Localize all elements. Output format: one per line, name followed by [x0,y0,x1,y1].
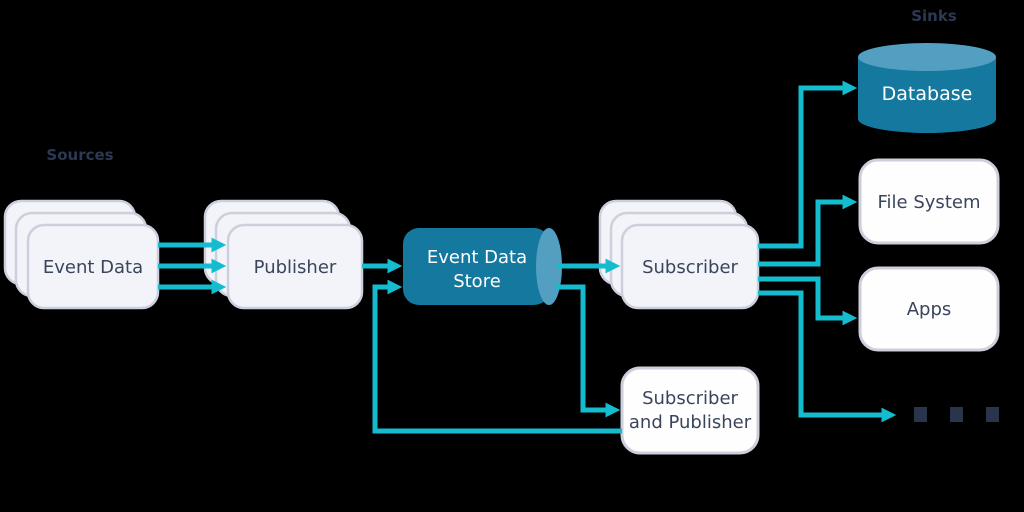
ellipsis-dot [986,407,999,422]
edge-subscriber-to-file-system [758,194,858,267]
file-system-card [858,158,1000,245]
event-data-node: Event Data [3,199,160,310]
subscriber-label: Subscriber [642,257,738,278]
database-label: Database [882,83,973,105]
file-system-node: File System [858,158,1000,245]
edge-subscriber-and-publisher-to-event-data-store [372,279,622,434]
subscriber-node: Subscriber [598,199,760,310]
subscriber-and-publisher-label-line2: and Publisher [629,412,752,433]
sources-label: Sources [46,146,113,164]
event-data-store-cap [536,228,562,305]
edge-subscriber-to-database [758,80,858,249]
event-data-store-body [403,228,550,305]
apps-label: Apps [907,299,952,320]
event-data-store-label-line1: Event Data [427,247,527,268]
edge-subscriber-to-more-sinks [758,290,897,423]
edge-subscriber-to-apps [758,276,858,326]
more-sinks-ellipsis [914,407,999,422]
database-top [858,43,996,71]
ellipsis-dot [950,407,963,422]
sinks-label: Sinks [911,7,957,25]
event-data-label: Event Data [43,257,143,278]
publisher-label: Publisher [254,257,337,278]
subscriber-and-publisher-label-line1: Subscriber [642,388,738,409]
apps-node: Apps [858,266,1000,352]
edges [158,80,897,434]
edge-event-data-store-to-subscriber-and-publisher [556,284,621,418]
ellipsis-dot [914,407,927,422]
subscriber-and-publisher-card [620,366,760,455]
database-body [858,57,996,133]
database-node: Database [858,43,996,133]
subscriber-and-publisher-node: Subscriber and Publisher [620,366,760,455]
publisher-node: Publisher [203,199,364,310]
file-system-label: File System [878,192,981,213]
apps-card [858,266,1000,352]
event-data-store-label-line2: Store [453,271,501,292]
event-data-store-node: Event Data Store [403,228,562,305]
